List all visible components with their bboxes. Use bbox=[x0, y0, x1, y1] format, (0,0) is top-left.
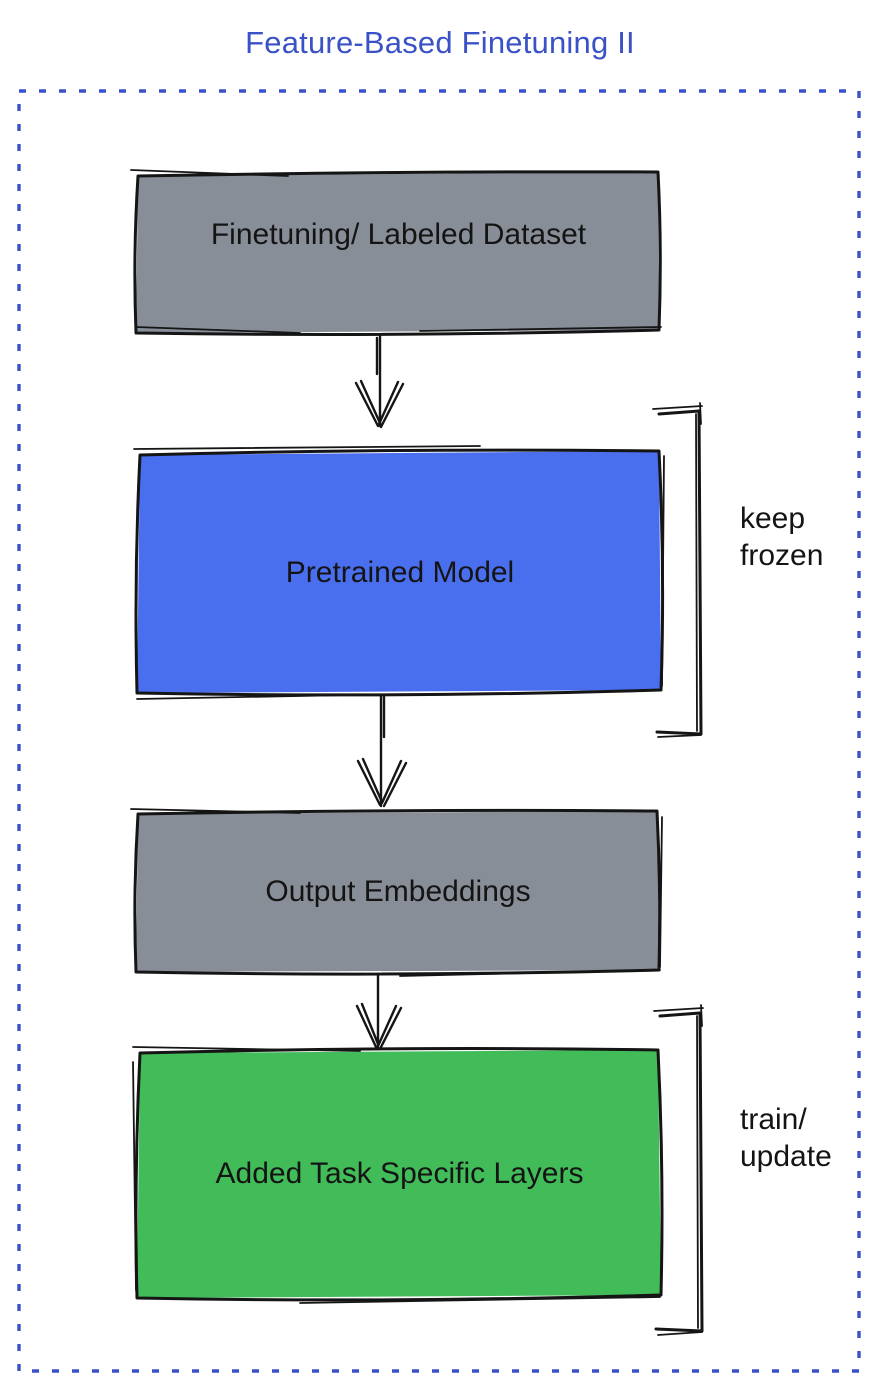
dataset-box-shape bbox=[130, 169, 662, 336]
task-layers-box-shape bbox=[132, 1046, 664, 1304]
diagram-title: Feature-Based Finetuning II bbox=[245, 25, 635, 60]
train-update-bracket bbox=[653, 1004, 704, 1336]
train-update-label: train/ update bbox=[740, 1103, 832, 1173]
flow-arrow-3 bbox=[355, 972, 403, 1051]
output-embeddings-box-shape bbox=[130, 808, 663, 977]
keep-frozen-label: keep frozen bbox=[740, 502, 824, 572]
keep-frozen-bracket bbox=[652, 402, 703, 738]
pretrained-model-box-shape bbox=[133, 445, 665, 700]
flow-arrow-2 bbox=[356, 693, 408, 808]
flow-arrow-1 bbox=[354, 334, 405, 429]
dashed-frame bbox=[17, 89, 861, 1373]
